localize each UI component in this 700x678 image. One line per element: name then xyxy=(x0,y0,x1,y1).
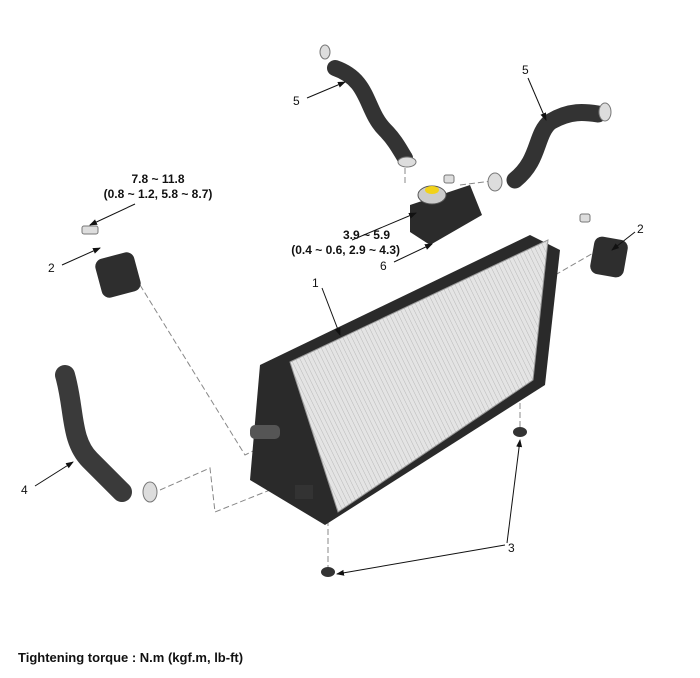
radiator xyxy=(250,235,560,525)
torque-kgf-lbft: (0.4 ~ 0.6, 2.9 ~ 4.3) xyxy=(291,243,400,257)
callout-4: 4 xyxy=(21,483,28,497)
callout-2-right: 2 xyxy=(637,222,644,236)
torque-nm: 3.9 ~ 5.9 xyxy=(342,228,390,242)
callout-5-right: 5 xyxy=(522,63,529,77)
bracket-left xyxy=(95,252,141,298)
upper-hose-right xyxy=(506,103,607,189)
upper-hose-left xyxy=(327,60,413,166)
lower-hose xyxy=(55,365,132,502)
cap-assembly xyxy=(410,185,482,245)
callout-1: 1 xyxy=(312,276,319,290)
torque-spec-cap-bolt: 3.9 ~ 5.9 (0.4 ~ 0.6, 2.9 ~ 4.3) xyxy=(240,228,400,258)
torque-kgf-lbft: (0.8 ~ 1.2, 5.8 ~ 8.7) xyxy=(103,187,213,201)
torque-nm: 7.8 ~ 11.8 xyxy=(131,172,185,186)
leader-lines xyxy=(34,77,636,576)
assembly-guide-lines xyxy=(139,150,596,568)
callout-3: 3 xyxy=(508,541,515,555)
insulator-upper xyxy=(513,427,527,437)
torque-spec-bracket-bolt: 7.8 ~ 11.8 (0.8 ~ 1.2, 5.8 ~ 8.7) xyxy=(78,172,238,202)
insulator-lower xyxy=(321,567,335,577)
callout-5-left: 5 xyxy=(293,94,300,108)
clamps-and-bolts xyxy=(81,44,612,503)
callout-2-left: 2 xyxy=(48,261,55,275)
callout-6: 6 xyxy=(380,259,387,273)
tightening-torque-note: Tightening torque : N.m (kgf.m, lb-ft) xyxy=(18,650,244,665)
